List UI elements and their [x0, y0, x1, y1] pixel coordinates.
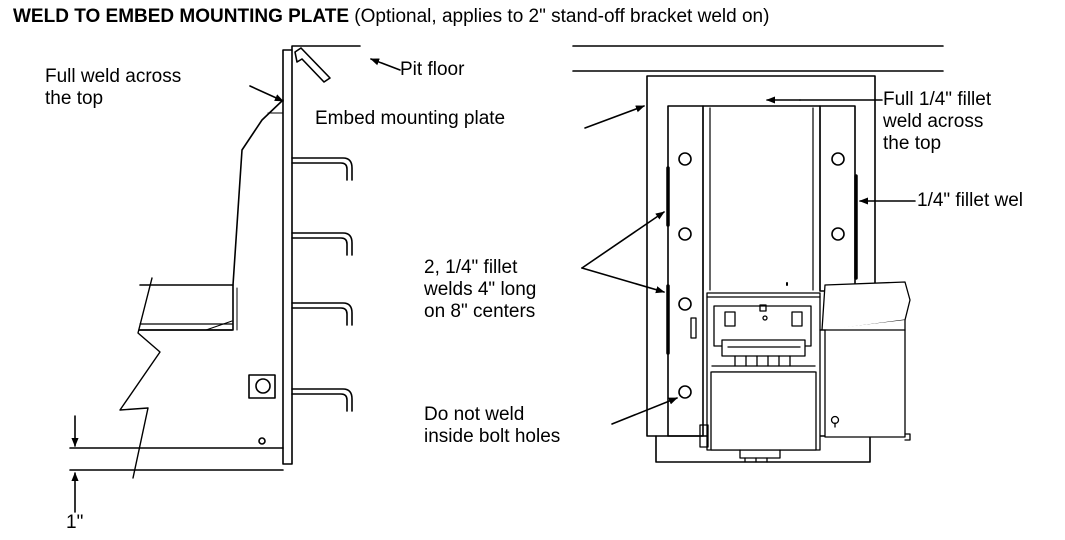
leader-two-fillets-upper — [581, 211, 665, 269]
break-line — [119, 277, 161, 479]
anchor-hooks — [291, 157, 353, 412]
bracket-ledge — [138, 284, 234, 331]
bracket-profile — [139, 99, 284, 286]
label-two-fillets: 2, 1/4" fillet welds 4" long on 8" cente… — [424, 257, 537, 322]
leader-pit-floor — [370, 58, 401, 71]
front-view — [572, 45, 944, 463]
label-pit-floor: Pit floor — [400, 59, 465, 80]
title-bold: WELD TO EMBED MOUNTING PLATE — [13, 6, 350, 27]
title-rest: (Optional, applies to 2" stand-off brack… — [349, 6, 770, 27]
leader-bolt-holes — [611, 397, 678, 425]
embed-bottom-extension — [655, 435, 871, 463]
label-fillet-side: 1/4" fillet wel — [917, 190, 1024, 211]
right-flange — [819, 105, 856, 292]
label-full-weld-top: Full weld across the top — [45, 66, 182, 109]
pit-floor-line — [291, 45, 361, 51]
bolt-holes — [678, 152, 845, 399]
label-dimension: 1" — [66, 512, 84, 533]
weld-beads — [666, 166, 858, 355]
leader-embed-plate — [584, 105, 645, 129]
pit-floor-angle — [294, 47, 331, 83]
small-hole — [258, 437, 266, 445]
carriage-assembly — [690, 281, 911, 463]
side-embed-plate — [282, 49, 293, 465]
leader-full-weld — [249, 85, 284, 102]
leader-two-fillets-lower — [581, 267, 665, 294]
label-full-fillet-top: Full 1/4" fillet weld across the top — [883, 89, 992, 154]
label-embed-plate: Embed mounting plate — [315, 108, 506, 129]
label-no-weld-holes: Do not weld inside bolt holes — [424, 404, 561, 447]
side-view — [69, 45, 401, 513]
diagram-title: WELD TO EMBED MOUNTING PLATE (Optional, … — [13, 6, 769, 28]
bolt-tab-hole — [255, 378, 271, 394]
